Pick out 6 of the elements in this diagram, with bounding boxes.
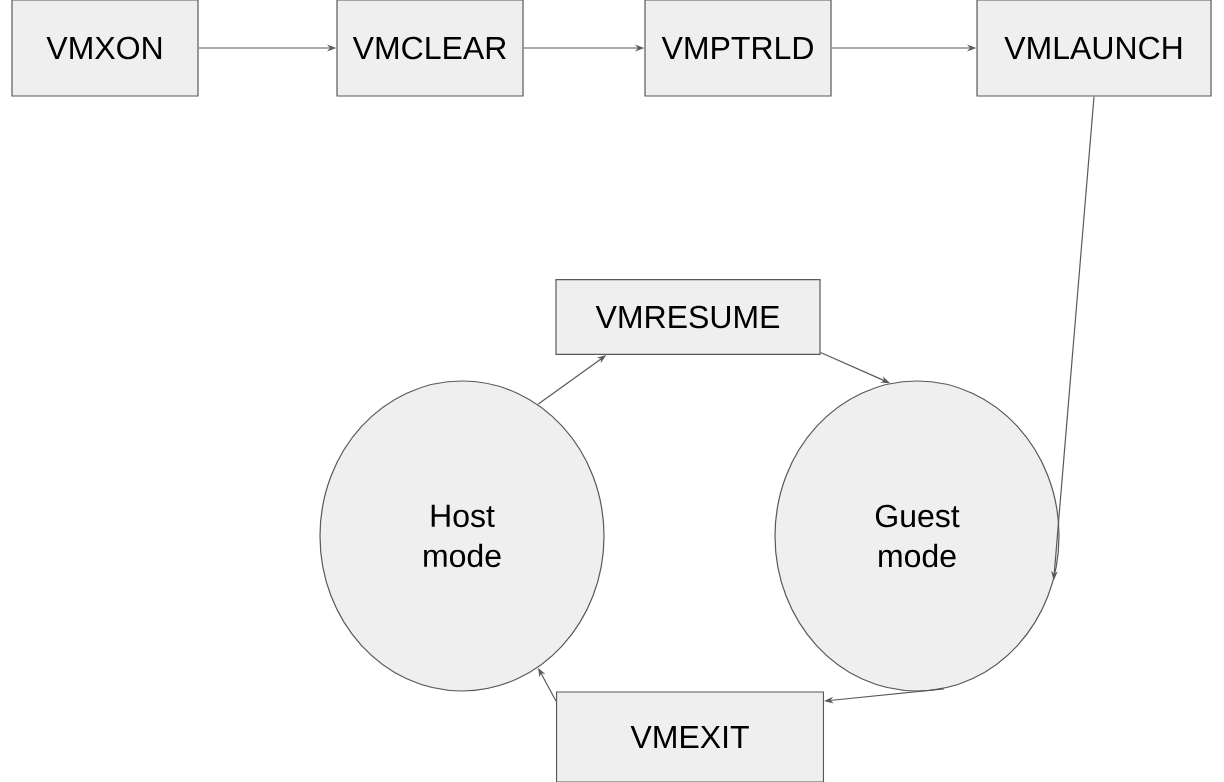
process-box: VMLAUNCH (976, 0, 1212, 97)
process-box: VMPTRLD (644, 0, 832, 97)
process-box: VMEXIT (555, 691, 825, 782)
process-box: VMRESUME (555, 278, 821, 356)
process-box: VMXON (11, 0, 199, 97)
process-box: VMCLEAR (336, 0, 524, 97)
